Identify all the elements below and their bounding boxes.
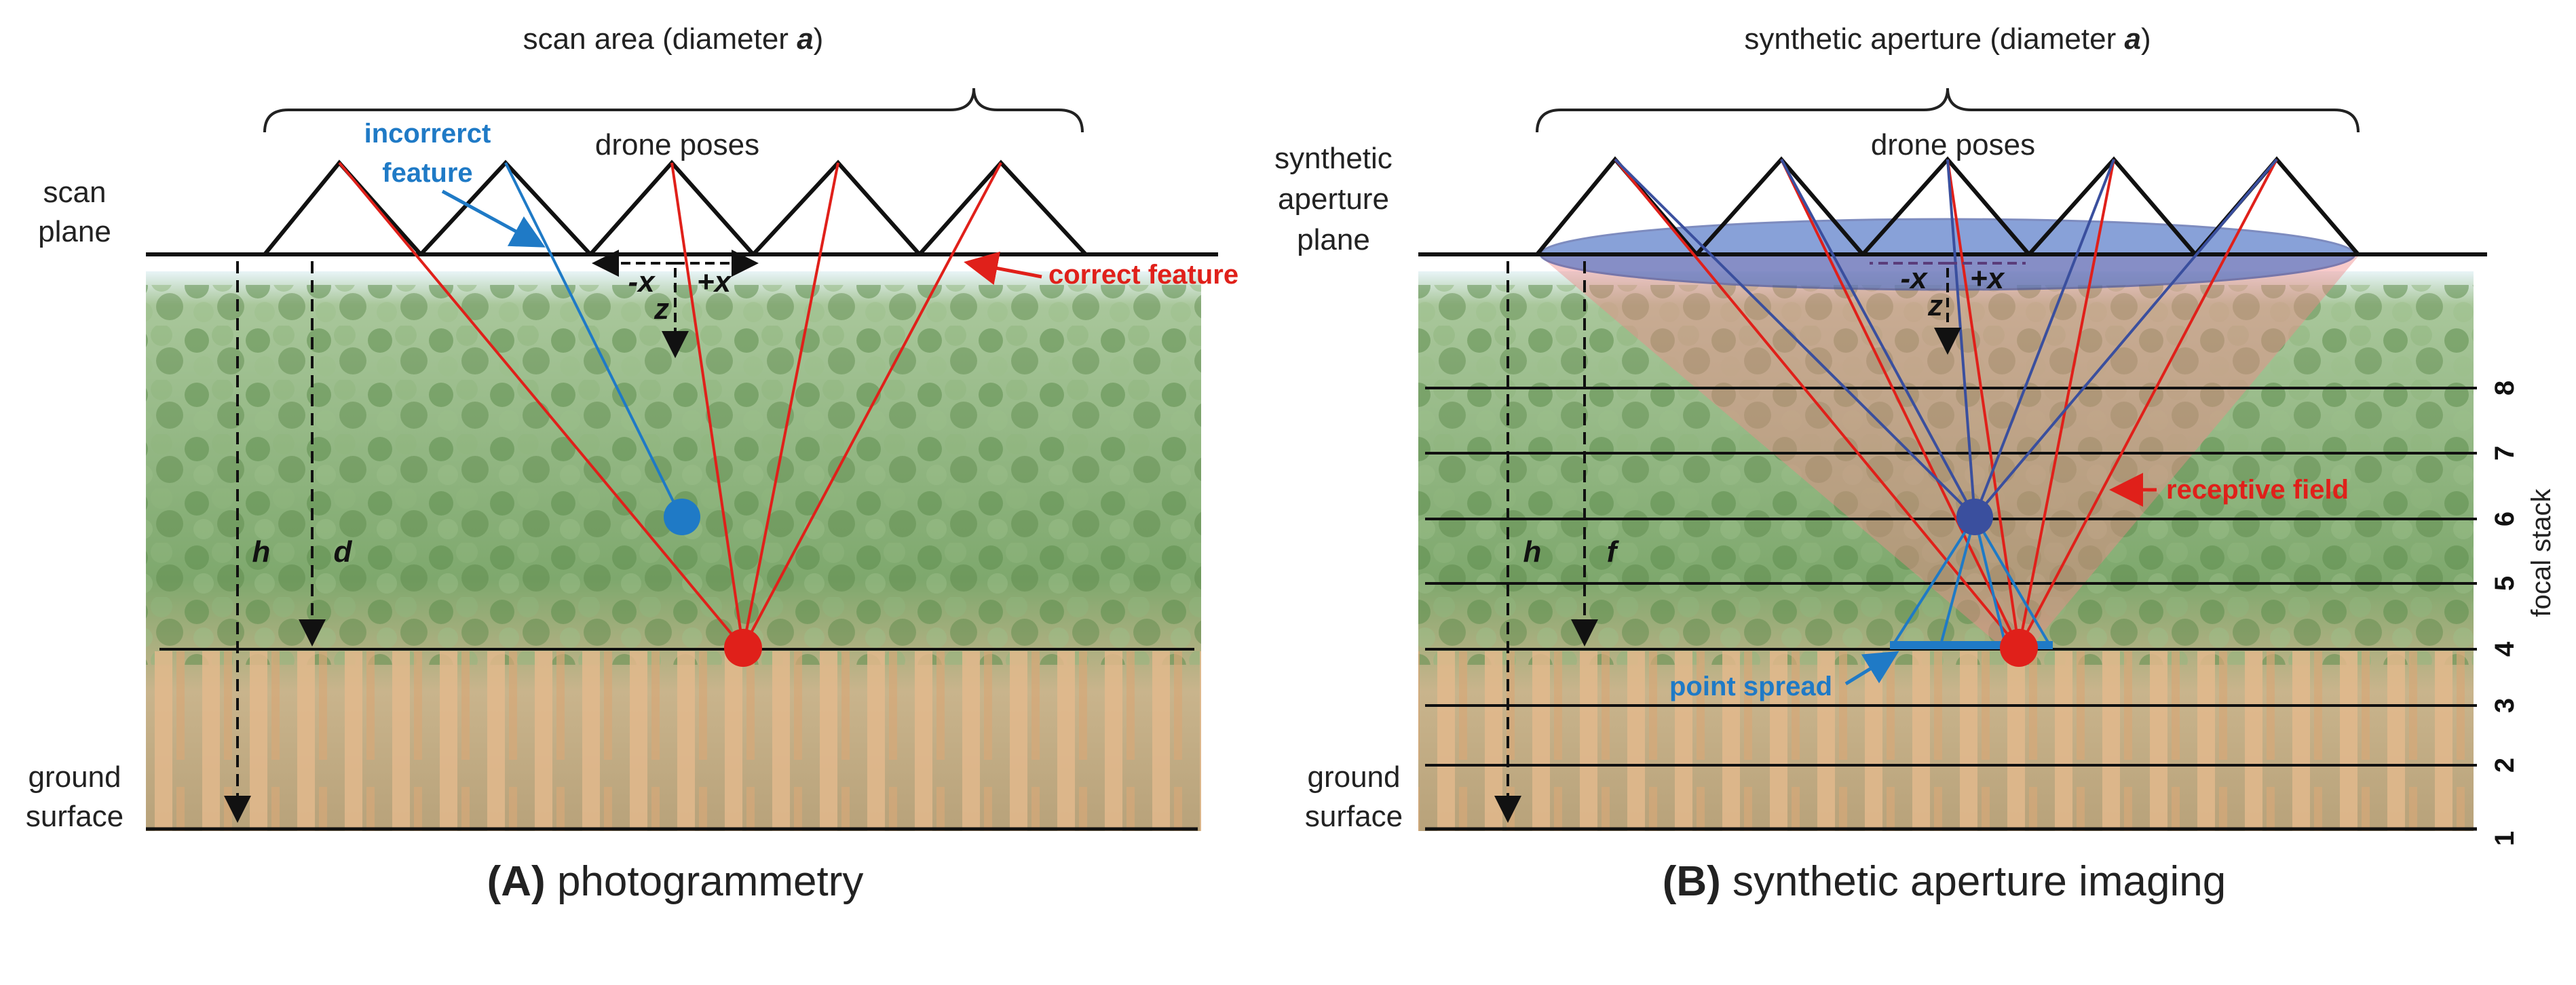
plus-x-label-b: +x xyxy=(1970,262,2005,295)
correct-ray xyxy=(338,161,744,649)
plus-x-label-a: +x xyxy=(697,265,732,298)
spread-ray xyxy=(1973,516,2051,646)
receptive-field-label: receptive field xyxy=(2166,475,2349,505)
drone-pose-triangle xyxy=(588,159,755,256)
focal-number: 8 xyxy=(2490,381,2520,395)
trunk-texture-b xyxy=(1418,651,2474,831)
focus-ray xyxy=(1780,159,1976,518)
receptive-ray xyxy=(1946,159,2020,649)
ground-surface-label-b-1: ground xyxy=(1307,760,1400,794)
focal-point xyxy=(1956,499,1993,535)
panel-a: scan area (diameter a) drone poses scan … xyxy=(26,22,1238,905)
receptive-ray xyxy=(2018,159,2115,649)
ground-surface-label-a-2: surface xyxy=(26,800,124,833)
focus-ray xyxy=(1973,158,2278,518)
focal-number: 7 xyxy=(2490,446,2520,461)
scan-area-brace xyxy=(263,88,1084,133)
drone-poses-label-b: drone poses xyxy=(1871,128,2035,161)
synthetic-aperture-brace xyxy=(1536,88,2360,133)
aperture-plane-label-2: aperture xyxy=(1278,182,1389,216)
focal-number: 5 xyxy=(2490,576,2520,591)
focal-number: 3 xyxy=(2490,698,2520,713)
scan-plane-label-1: scan xyxy=(43,176,107,209)
focal-number: 4 xyxy=(2490,641,2520,657)
focal-stack-label: focal stack xyxy=(2526,488,2556,617)
foliage-texture-a xyxy=(146,285,1201,665)
focal-number: 6 xyxy=(2490,511,2520,526)
receptive-ray xyxy=(1614,158,2020,649)
focal-number: 1 xyxy=(2490,831,2520,846)
incorrect-feature-point xyxy=(664,499,700,535)
receptive-ray xyxy=(1780,159,2020,649)
correct-point-b xyxy=(2000,629,2038,667)
spread-ray xyxy=(1973,516,2007,645)
incorrect-feature-arrow xyxy=(441,189,546,248)
focus-ray xyxy=(1946,159,1976,518)
f-label-b: f xyxy=(1607,535,1620,568)
receptive-field-cone xyxy=(1540,256,2358,661)
spread-ray xyxy=(1939,516,1976,645)
aperture-plane-label-1: synthetic xyxy=(1274,142,1393,175)
drone-pose-triangle xyxy=(917,159,1088,256)
rays-b-red xyxy=(1614,158,2278,649)
h-label-b: h xyxy=(1523,535,1542,568)
focus-ray xyxy=(1973,159,2115,518)
synthetic-aperture-label: synthetic aperture (diameter a) xyxy=(1744,22,2151,56)
focal-number: 2 xyxy=(2490,758,2520,773)
minus-x-label-a: -x xyxy=(628,265,656,298)
scan-area-label: scan area (diameter a) xyxy=(523,22,824,56)
z-label-a: z xyxy=(654,292,669,326)
d-label-a: d xyxy=(334,535,353,568)
point-spread-label: point spread xyxy=(1669,672,1832,701)
ground-surface-label-a-1: ground xyxy=(28,760,121,794)
correct-feature-arrow xyxy=(964,251,1042,286)
rays-b-blue xyxy=(1614,158,2278,518)
point-spread-arrow xyxy=(1844,651,1899,686)
focus-ray xyxy=(1614,158,1976,518)
incorrect-feature-label-2: feature xyxy=(382,158,472,188)
incorrect-feature-label-1: incorrerct xyxy=(364,119,491,149)
z-label-b: z xyxy=(1927,289,1943,322)
correct-ray xyxy=(742,162,839,649)
caption-b: (B) synthetic aperture imaging xyxy=(1663,858,2226,905)
rays-a xyxy=(338,161,1002,649)
h-label-a: h xyxy=(252,535,271,568)
correct-feature-label: correct feature xyxy=(1048,260,1238,290)
receptive-ray xyxy=(2018,159,2278,649)
aperture-plane-label-3: plane xyxy=(1297,223,1370,256)
scan-plane-label-2: plane xyxy=(38,215,111,248)
focal-stack-numbers: 1 2 3 4 5 6 7 8 xyxy=(2490,381,2520,846)
minus-x-label-b: -x xyxy=(1900,262,1928,295)
correct-ray xyxy=(742,162,1002,649)
rays-b-spread xyxy=(1892,516,2051,646)
ground-surface-label-b-2: surface xyxy=(1305,800,1403,833)
panel-b: synthetic aperture (diameter a) drone po… xyxy=(1274,22,2556,905)
trunk-texture-a xyxy=(146,651,1201,831)
spread-ray xyxy=(1892,516,1976,646)
correct-feature-point xyxy=(724,629,762,667)
correct-ray xyxy=(670,162,744,649)
drone-poses-label-a: drone poses xyxy=(595,128,759,161)
caption-a: (A) photogrammetry xyxy=(487,858,864,905)
